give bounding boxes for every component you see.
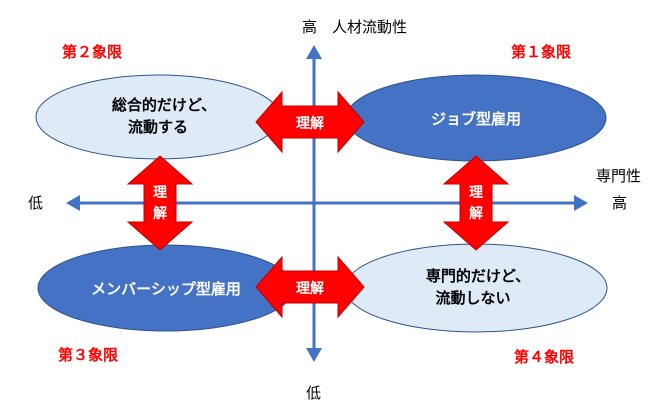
understanding-arrow-bottom-shape <box>255 255 365 319</box>
understanding-arrow-right: 理 解 <box>442 155 510 251</box>
horizontal-axis-right-arrowhead <box>574 195 588 211</box>
understanding-arrow-left: 理 解 <box>126 155 194 251</box>
bubble-membership-type-label: メンバーシップ型雇用 <box>91 280 241 298</box>
understanding-arrow-left-shape <box>126 155 194 251</box>
vertical-axis-top-arrowhead <box>306 45 322 59</box>
understanding-arrow-bottom: 理解 <box>255 255 365 319</box>
bubble-specialist-nonfluid-line2: 流動しない <box>435 289 510 307</box>
understanding-arrow-top-shape <box>255 90 365 154</box>
bubble-job-type: ジョブ型雇用 <box>345 74 607 162</box>
vertical-axis-bottom-arrowhead <box>306 348 322 362</box>
understanding-arrow-right-shape <box>442 155 510 251</box>
bubble-general-fluid-shape <box>35 74 281 160</box>
bubble-specialist-nonfluid-line1: 専門的だけど、 <box>426 267 530 285</box>
bubble-specialist-nonfluid-shape <box>344 243 608 333</box>
understanding-arrow-right-char2: 解 <box>469 205 483 222</box>
bubble-specialist-nonfluid: 専門的だけど、 流動しない <box>344 243 608 333</box>
understanding-arrow-top: 理解 <box>255 90 365 154</box>
understanding-arrow-left-char2: 解 <box>153 205 167 222</box>
vertical-axis-high-label: 高 人材流動性 <box>302 18 407 36</box>
quadrant-1-label: 第１象限 <box>511 43 571 61</box>
horizontal-axis-left-arrowhead <box>66 195 80 211</box>
understanding-arrow-right-char1: 理 <box>469 185 483 201</box>
quadrant-2-label: 第２象限 <box>62 43 122 61</box>
bubble-membership-type: メンバーシップ型雇用 <box>37 244 295 332</box>
understanding-arrow-left-char1: 理 <box>153 185 167 201</box>
vertical-axis-low-label: 低 <box>306 384 321 402</box>
horizontal-axis-low-label: 低 <box>28 194 43 212</box>
bubble-general-fluid-line1: 総合的だけど、 <box>112 96 216 114</box>
bubble-general-fluid-line2: 流動する <box>128 118 188 136</box>
bubble-general-fluid: 総合的だけど、 流動する <box>35 74 281 160</box>
horizontal-axis-high-label: 高 <box>612 194 627 212</box>
understanding-arrow-bottom-label: 理解 <box>296 280 324 297</box>
quadrant-4-label: 第４象限 <box>514 348 574 366</box>
horizontal-axis-title: 専門性 <box>596 167 641 185</box>
quadrant-3-label: 第３象限 <box>58 346 118 364</box>
understanding-arrow-top-label: 理解 <box>296 115 324 132</box>
bubble-job-type-label: ジョブ型雇用 <box>431 110 521 128</box>
